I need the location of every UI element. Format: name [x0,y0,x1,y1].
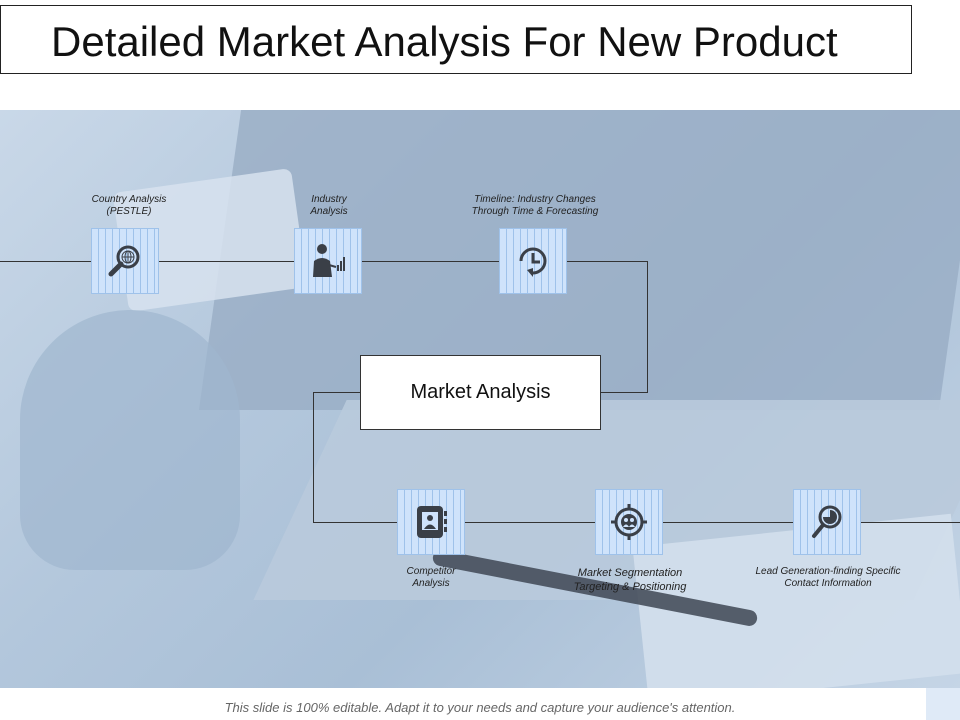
center-left-connector [313,392,360,393]
businessman-chart-icon [313,244,345,277]
timeline-node [499,228,567,294]
market-segmentation-node [595,489,663,555]
footer-bar: This slide is 100% editable. Adapt it to… [0,688,960,720]
top-connector-mid1 [158,261,295,262]
center-right-connector [601,392,648,393]
bottom-connector-mid1 [464,522,596,523]
market-segmentation-label: Market Segmentation Targeting & Position… [573,567,687,593]
competitor-analysis-label: Competitor Analysis [406,566,456,589]
market-analysis-label: Market Analysis [410,381,551,403]
globe-magnifier-icon [108,245,140,277]
country-analysis-node [91,228,159,294]
background-photo [0,110,960,688]
pie-magnifier-icon [812,505,842,538]
bottom-connector-mid2 [662,522,794,523]
top-connector-right [566,261,648,262]
top-connector-left [0,261,92,262]
country-analysis-label: Country Analysis (PESTLE) [91,194,167,217]
lead-generation-label: Lead Generation-finding Specific Contact… [755,566,901,589]
bottom-connector-right [860,522,960,523]
top-connector-mid2 [362,261,500,262]
timeline-label: Timeline: Industry Changes Through Time … [471,194,599,217]
lead-generation-node [793,489,861,555]
market-analysis-box: Market Analysis [360,355,601,430]
contact-book-icon [417,506,447,538]
right-vertical-connector [647,261,648,393]
left-vertical-connector [313,392,314,523]
hand-shape [20,310,240,570]
industry-analysis-label: Industry Analysis [310,194,348,217]
competitor-analysis-node [397,489,465,555]
clock-cycle-icon [519,247,547,277]
footer-text: This slide is 100% editable. Adapt it to… [224,700,736,715]
target-group-icon [611,504,647,540]
slide-title: Detailed Market Analysis For New Product [51,18,838,65]
footer-corner-block [926,688,960,720]
title-box: Detailed Market Analysis For New Product [0,5,912,74]
industry-analysis-node [294,228,362,294]
bottom-connector-left [313,522,397,523]
